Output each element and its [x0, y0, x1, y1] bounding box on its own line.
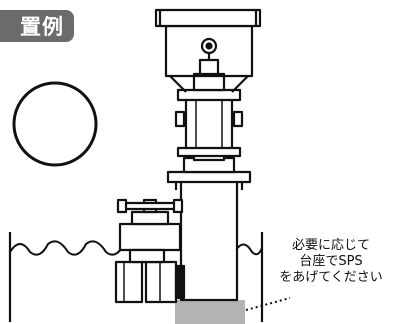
pedestal-block [175, 300, 245, 324]
valve-handle [122, 201, 178, 211]
pipe-fitting-left [114, 260, 144, 304]
pump-body-cylinder [179, 178, 239, 302]
top-plate [154, 8, 262, 28]
annotation-text: 必要に応じて 台座でSPS をあげてください [262, 238, 397, 286]
section-title-badge: 置例 [0, 10, 74, 42]
pipe-joint [174, 264, 186, 300]
motor-housing [184, 96, 234, 154]
annotation-leader [245, 297, 291, 311]
valve-body [118, 222, 182, 252]
body-flange [166, 170, 252, 184]
section-title-text: 置例 [20, 15, 64, 39]
pipe-fitting-right [144, 260, 178, 304]
correct-mark-circle [12, 81, 98, 167]
water-surface-line [9, 240, 263, 256]
annotation-line-3: をあげてください [279, 270, 383, 285]
annotation-line-1: 必要に応じて [291, 238, 370, 253]
annotation-line-2: 台座でSPS [299, 254, 363, 269]
motor-flange-bottom [176, 146, 242, 158]
motor-flange-top [176, 88, 242, 102]
